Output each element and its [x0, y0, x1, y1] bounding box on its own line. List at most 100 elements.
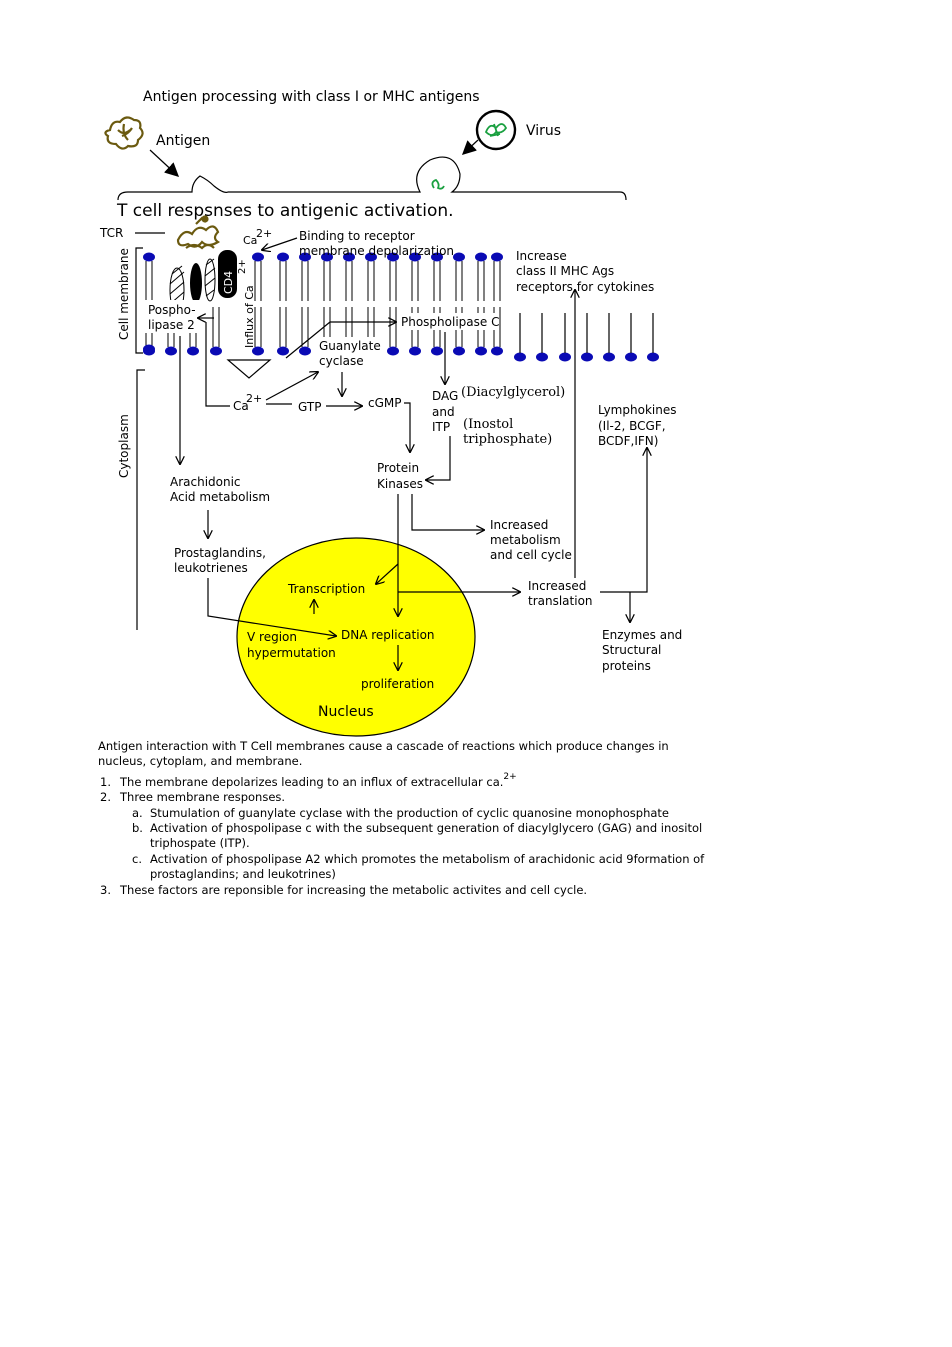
- transcription-label: Transcription: [287, 582, 365, 596]
- cgmp-to-kinase-arrow: [404, 402, 410, 452]
- nucleus-label: Nucleus: [318, 704, 374, 720]
- diagram-title: Antigen processing with class I or MHC a…: [143, 89, 480, 105]
- phospholipid: [210, 307, 222, 356]
- dag-label-line2: and: [432, 405, 455, 419]
- phospholipid: [431, 252, 443, 356]
- plc-activation-arrow: [285, 322, 396, 359]
- virus-particle-icon: [431, 178, 445, 190]
- antigen-icon: [104, 116, 144, 150]
- antigen-label: Antigen: [156, 133, 210, 149]
- dag-label-line3: ITP: [432, 420, 450, 434]
- lymphokines-label-line2: (Il-2, BCGF,: [598, 419, 666, 433]
- phospholipase2-label-line2: lipase 2: [148, 318, 195, 332]
- dna-replication-label: DNA replication: [341, 628, 435, 642]
- kinase-to-transcription-arrow: [376, 563, 399, 584]
- caption-item-2a: a.Stumulation of guanylate cyclase with …: [132, 805, 669, 820]
- v-region-label-line2: hypermutation: [247, 646, 336, 660]
- influx-superscript: 2+: [237, 259, 248, 274]
- prostaglandins-label-line1: Prostaglandins,: [174, 546, 266, 560]
- tcr-receptor-icon: [176, 215, 221, 250]
- cytoplasm-label: Cytoplasm: [117, 414, 131, 478]
- protein-kinases-label-line2: Kinases: [377, 477, 423, 491]
- dag-to-kinase-arrow: [426, 436, 451, 480]
- guanylate-box: [316, 337, 382, 369]
- ca-to-guanylate-arrow: [265, 372, 318, 401]
- cd4-receptor: [218, 250, 237, 298]
- increased-metabolism-label-line2: metabolism: [490, 533, 561, 547]
- caption-item-3: 3.These factors are reponsible for incre…: [100, 882, 588, 897]
- increase-label-line2: class II MHC Ags: [516, 264, 614, 278]
- kinase-to-metabolism-arrow: [411, 494, 484, 530]
- ca-top-label: Ca: [243, 234, 257, 247]
- phospholipid: [475, 252, 487, 356]
- virus-label: Virus: [526, 123, 561, 139]
- caption-item-2c: c.Activation of phospolipase A2 which pr…: [132, 851, 705, 882]
- caption-item-2b: b.Activation of phospolipase c with the …: [132, 821, 703, 851]
- nucleus-ellipse: [236, 537, 476, 737]
- cytoplasm-bracket: [136, 369, 145, 630]
- virus-icon: [475, 109, 517, 151]
- cgmp-label: cGMP: [368, 396, 402, 410]
- lymphokines-label-line3: BCDF,IFN): [598, 434, 658, 448]
- diacylglycerol-label: (Diacylglycerol): [461, 385, 565, 400]
- caption-item-2: 2.Three membrane responses.: [100, 790, 286, 805]
- phospholipid: [625, 313, 637, 362]
- phospholipase2-label-line1: Pospho-: [148, 303, 196, 317]
- binding-label-line2: membrane depolarization: [299, 244, 454, 258]
- influx-label: Influx of Ca: [243, 285, 256, 348]
- phospholipid: [581, 313, 593, 362]
- prostaglandin-to-dna-arrow: [207, 578, 336, 636]
- ca-inside-label: Ca: [233, 399, 249, 413]
- arachidonic-label-line1: Arachidonic: [170, 475, 241, 489]
- increased-metabolism-label-line3: and cell cycle: [490, 548, 572, 562]
- ca-top-superscript: 2+: [256, 227, 272, 240]
- phospholipid: [299, 252, 311, 356]
- guanylate-label-line1: Guanylate: [319, 339, 381, 353]
- enzymes-label-line3: proteins: [602, 659, 651, 673]
- arachidonic-label-line2: Acid metabolism: [170, 490, 270, 504]
- tcr-label: TCR: [99, 226, 123, 240]
- inostol-label-line1: (Inostol: [463, 417, 513, 432]
- phospholipasec-box: [398, 313, 496, 330]
- dag-label-line1: DAG: [432, 389, 458, 403]
- cd4-label: CD4: [222, 271, 235, 294]
- prostaglandins-label-line2: leukotrienes: [174, 561, 248, 575]
- inostol-label-line2: triphosphate): [463, 432, 552, 447]
- cell-membrane-label: Cell membrane: [117, 248, 131, 340]
- caption-intro: Antigen interaction with T Cell membrane…: [98, 739, 669, 769]
- phospholipasec-label: Phospholipase C: [401, 315, 499, 329]
- cell-membrane-bracket: [135, 247, 143, 354]
- phospholipase2-box: [145, 300, 201, 333]
- v-region-label-line1: V region: [247, 630, 297, 644]
- proliferation-label: proliferation: [361, 677, 434, 691]
- guanylate-label-line2: cyclase: [319, 354, 364, 368]
- ca-path-line: [205, 322, 230, 407]
- phospholipid: [453, 252, 465, 356]
- enzymes-label-line2: Structural: [602, 643, 661, 657]
- lymphokines-label-line1: Lymphokines: [598, 403, 676, 417]
- subtitle: T cell respsnses to antigenic activation…: [116, 201, 454, 221]
- gtp-label: GTP: [298, 400, 321, 414]
- increase-label-line3: receptors for cytokines: [516, 280, 654, 294]
- cell-surface-outline: [117, 156, 627, 201]
- caption-text: Antigen interaction with T Cell membrane…: [98, 739, 718, 898]
- phospholipid: [559, 313, 571, 362]
- phospholipid: [277, 252, 289, 356]
- phospholipid: [409, 252, 421, 356]
- phospholipid: [603, 313, 615, 362]
- caption-item-1: 1.The membrane depolarizes leading to an…: [100, 771, 517, 789]
- ca-channel-triangle: [226, 359, 272, 379]
- binding-arrow: [262, 237, 298, 250]
- phospholipid: [536, 313, 548, 362]
- antigen-arrow: [149, 149, 180, 177]
- increased-translation-label-line1: Increased: [528, 579, 586, 593]
- increased-translation-label-line2: translation: [528, 594, 593, 608]
- enzymes-label-line1: Enzymes and: [602, 628, 682, 642]
- phospholipid: [387, 252, 399, 356]
- ca-inside-superscript: 2+: [246, 392, 262, 405]
- binding-label-line1: Binding to receptor: [299, 229, 415, 243]
- virus-arrow: [461, 139, 479, 155]
- phospholipid: [252, 252, 264, 356]
- translation-to-lymphokines-arrow: [600, 448, 647, 593]
